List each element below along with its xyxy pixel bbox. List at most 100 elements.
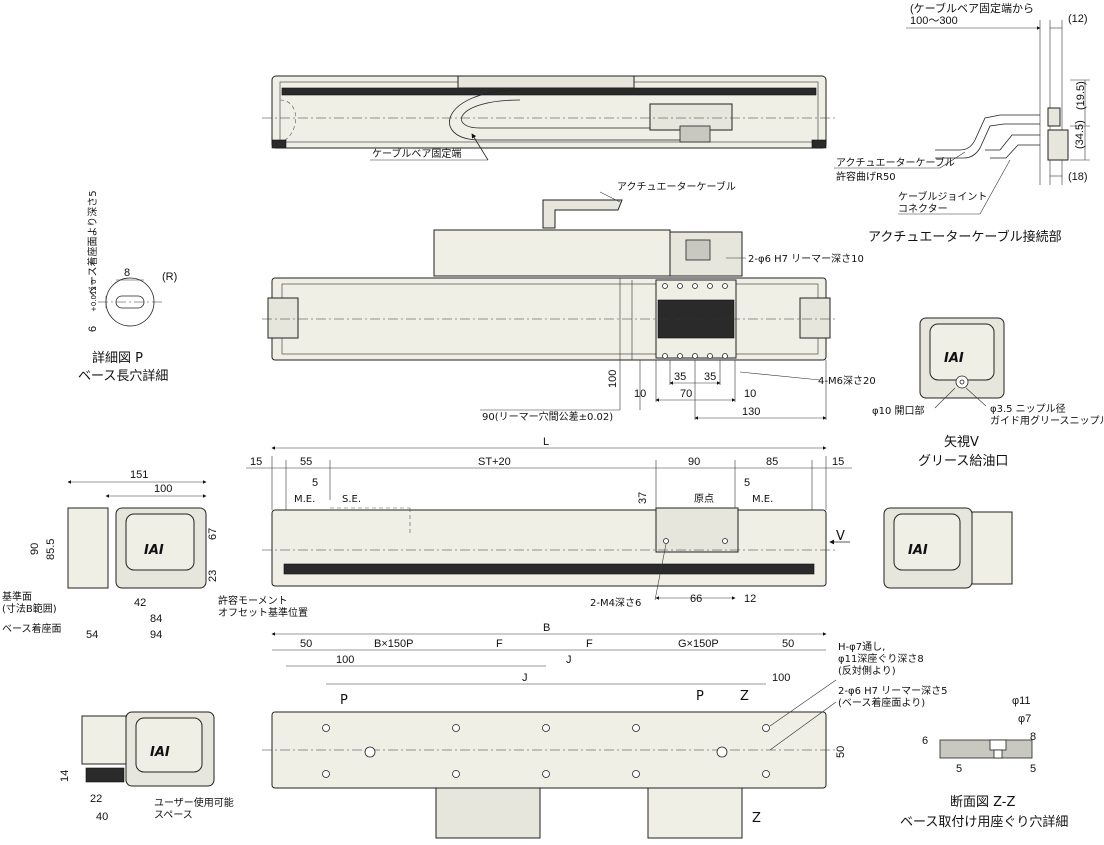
dim-54: 54 [86,629,98,641]
bottom-view: B 50 B×150P F F G×150P 50 100 J J 100 P … [262,622,948,839]
dim-18: (18) [1068,171,1088,183]
detail-p-title-2: ベース長穴詳細 [78,368,168,384]
detail-p-depth: ベース着座面より深さ5 [86,190,99,296]
moment-label-1: 許容モーメント [218,594,288,607]
dim-5-a: 5 [312,477,318,489]
joint-label-1: ケーブルジョイント [898,190,987,203]
dim-85-5: 85.5 [45,539,57,560]
section-title-2: ベース取付け用座ぐり穴詳細 [900,814,1068,830]
dim-66: 66 [690,593,702,605]
dim-100-vertical: 100 [607,370,619,388]
bend-radius-label-1: アクチュエーターケーブル [836,156,955,169]
dim-J-a: J [566,654,572,666]
joint-label-2: コネクター [898,203,948,215]
section-8: 8 [1030,731,1036,743]
grease-phi35-2: ガイド用グリースニップル [990,414,1104,427]
dim-12: (12) [1068,13,1088,25]
se-label: S.E. [342,494,361,505]
plan-view: アクチュエーターケーブル 2-φ6 H7 リーマー深さ10 4-M6深さ20 1… [262,180,876,423]
dim-15-b: 15 [832,456,844,468]
dim-10-a: 10 [634,388,646,400]
connect-title: アクチュエーターケーブル接続部 [868,229,1062,245]
dim-15-a: 15 [250,456,262,468]
dim-g150p: G×150P [678,638,719,650]
dim-st20: ST+20 [478,456,511,468]
dim-85: 85 [766,456,778,468]
end-iai-logo: IAI [144,543,164,558]
dim-F-a: F [496,638,503,650]
me-label-a: M.E. [294,494,315,505]
dim-5-b: 5 [744,477,750,489]
reamer-b-1: 2-φ6 H7 リーマー深さ5 [838,685,948,697]
section-title-1: 断面図 Z-Z [950,795,1016,810]
m4-label: 2-M4深さ6 [590,597,641,609]
z-marker-a: Z [740,689,749,704]
dim-90-b: 90 [688,456,700,468]
cable-distance-label: (ケーブルベア固定端から [910,1,1034,15]
hole-h-2: φ11深座ぐり深さ8 [838,652,924,665]
detail-p-title-1: 詳細図 P [92,350,143,366]
moment-label-2: オフセット基準位置 [218,606,308,619]
detail-p: 8 (R) 6 +0.012 0 ベース着座面より深さ5 詳細図 P ベース長穴… [78,190,177,384]
section-5-b: 5 [1030,763,1036,775]
dim-151: 151 [130,469,148,481]
dim-42: 42 [134,597,146,609]
dim-F-b: F [586,638,593,650]
grease-title-2: グリース給油口 [918,454,1008,469]
me-label-b: M.E. [752,494,773,505]
grease-title-1: 矢視V [944,435,979,450]
dim-70: 70 [680,388,692,400]
connector-detail: (ケーブルベア固定端から 100～300 (12) (19.5) (34.5) … [834,1,1090,245]
user-space-2: スペース [154,810,193,821]
detail-p-r: (R) [162,271,177,283]
dim-100-c: 100 [336,654,354,666]
dim-23: 23 [207,570,219,582]
dim-67: 67 [207,528,219,540]
dim-34-5: (34.5) [1074,120,1086,149]
end-view-right: IAI [883,507,1013,589]
dim-100-d: 100 [772,672,790,684]
side-elevation: L 15 55 ST+20 90 85 15 5 M.E. S.E. 37 原点… [246,436,852,609]
dim-100-h: 100 [154,483,172,495]
dim-130: 130 [742,406,760,418]
dim-50-b: 50 [782,638,794,650]
dim-84: 84 [150,613,162,625]
p-marker-a: P [340,693,348,708]
ref-plane-1: 基準面 [2,590,32,603]
dim-40: 40 [96,811,108,823]
arrow-v-label: V [836,529,845,544]
reamer-tolerance-label: 90(リーマー穴間公差±0.02) [482,410,613,423]
reamer-b-2: (ベース着座面より) [838,696,925,709]
z-marker-b: Z [752,811,761,826]
detail-p-6: 6 [87,326,99,332]
dim-55: 55 [300,456,312,468]
actuator-cable-label: アクチュエーターケーブル [617,180,736,193]
end-view-bottom-left: IAI 14 22 40 ユーザー使用可能 スペース [59,711,234,823]
dim-B: B [543,622,550,634]
reamer-top-label: 2-φ6 H7 リーマー深さ10 [748,253,864,265]
grease-view-v: IAI φ10 開口部 φ3.5 ニップル径 ガイド用グリースニップル 矢視V … [872,317,1104,469]
cable-fixed-end-label: ケーブルベア固定端 [372,147,461,160]
grease-iai-logo: IAI [944,351,964,366]
section-zz: φ11 φ7 6 8 5 5 断面図 Z-Z ベース取付け用座ぐり穴詳細 [900,695,1068,830]
p-marker-b: P [696,689,704,704]
detail-p-tolerance: +0.012 0 [90,279,98,312]
dim-37: 37 [637,492,649,504]
plan-bolt-holes [662,283,728,359]
right-iai-logo: IAI [908,543,928,558]
dim-b150p: B×150P [374,638,413,650]
bottom-mount-holes [322,724,770,778]
dim-50-a: 50 [300,638,312,650]
origin-label: 原点 [694,493,714,505]
dim-35-b: 35 [704,371,716,383]
base-seat-label: ベース着座面 [2,622,62,635]
grease-phi35-1: φ3.5 ニップル径 [990,402,1066,415]
top-view-cable-bear: ケーブルベア固定端 [262,75,836,161]
dim-35-a: 35 [674,371,686,383]
section-5-a: 5 [956,763,962,775]
ref-plane-2: (寸法B範囲) [2,602,57,615]
dim-L: L [543,436,549,448]
dim-94: 94 [150,629,162,641]
end-view-left: IAI 151 100 90 85.5 67 23 42 84 94 54 基準… [2,469,308,641]
hole-h-3: (反対側より) [838,664,896,677]
